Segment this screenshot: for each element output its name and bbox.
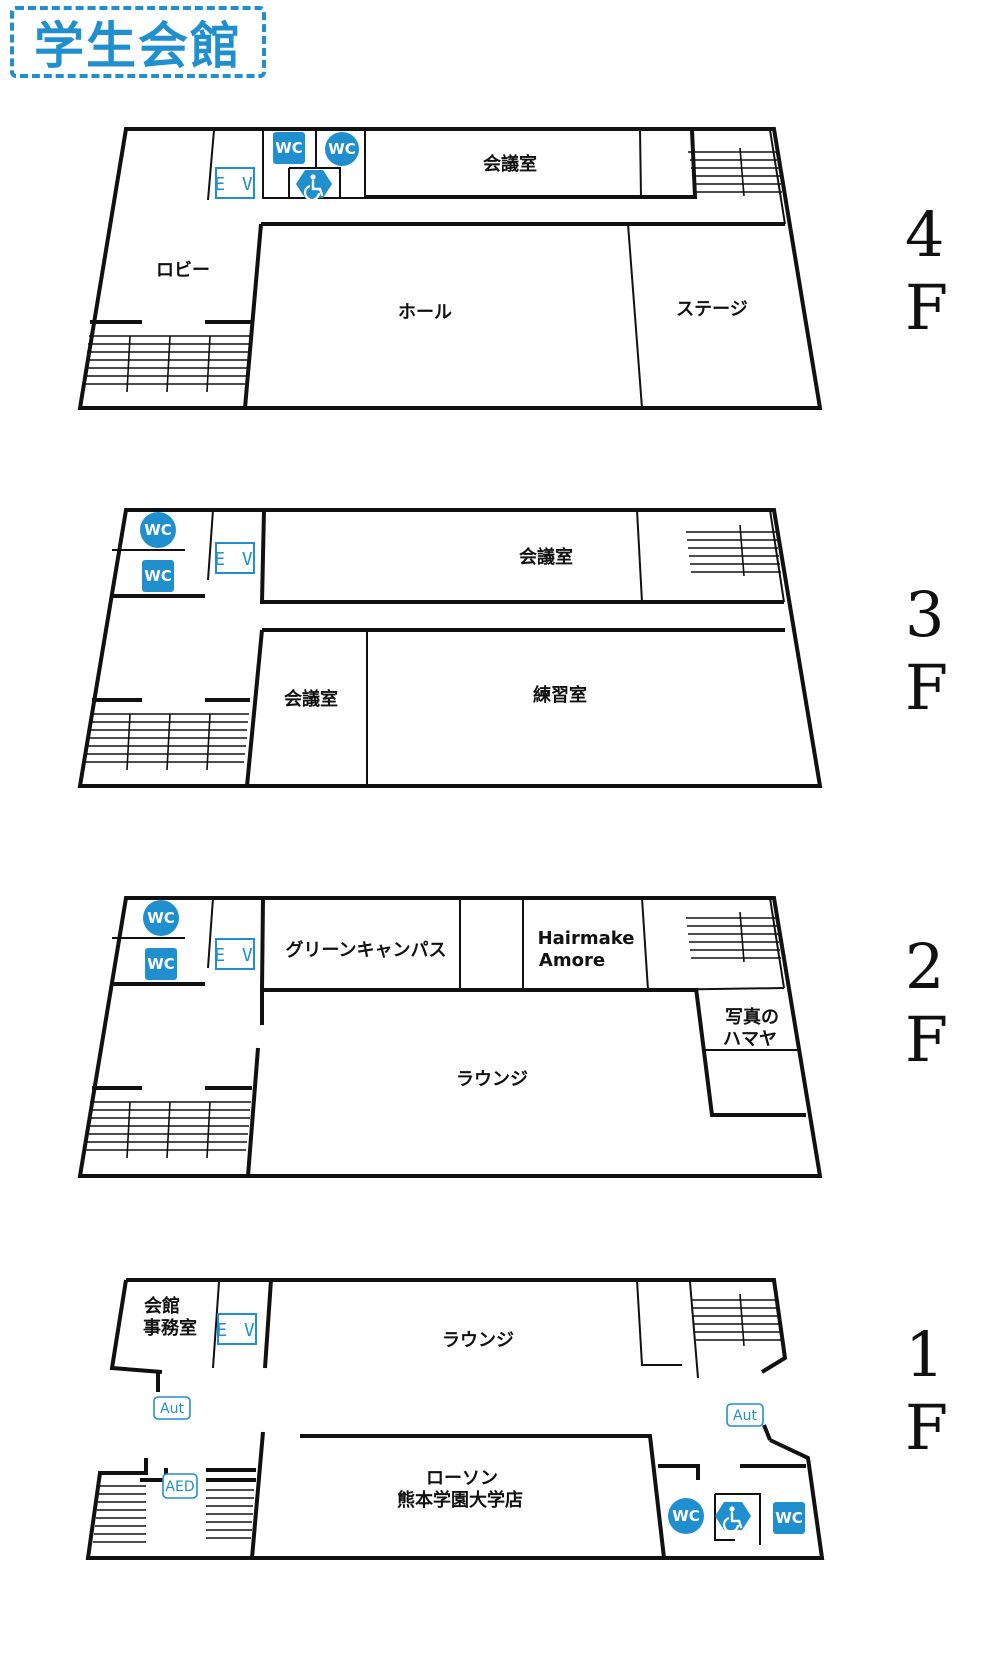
svg-text:WC: WC (144, 521, 172, 539)
room-office-line2: 事務室 (143, 1317, 197, 1339)
room-meeting-4f: 会議室 (483, 153, 537, 175)
elevator-label-3f: E V (214, 549, 256, 570)
floor-3f: E V WC WC 会議室 会議室 練習室 (77, 508, 823, 788)
svg-text:WC: WC (328, 140, 356, 158)
floor-3f-outline (77, 508, 823, 788)
automatic-door-icon (726, 1403, 764, 1427)
room-lobby-4f: ロビー (156, 260, 210, 281)
stairs-2f-bottom-left (84, 1101, 251, 1159)
wc-icon (140, 512, 176, 548)
room-stage-4f: ステージ (676, 299, 748, 320)
aed-label: AED (165, 1479, 194, 1495)
floor-4f: E V WC WC 会議室 ロビー ホール ステージ (77, 127, 823, 410)
svg-text:WC: WC (144, 567, 172, 585)
room-hall-4f: ホール (398, 302, 452, 323)
auto-door-right: Aut (733, 1408, 757, 1424)
elevator-label-2f: E V (214, 945, 256, 966)
stairs-1f-bottom-middle (206, 1489, 254, 1539)
room-practice-3f: 練習室 (533, 684, 587, 706)
building-title-box: 学生会館 (10, 6, 266, 78)
stairs-3f-top-right (686, 524, 781, 577)
stairs-1f-bottom-left (93, 1485, 146, 1543)
stairs-2f-top-right (686, 911, 781, 963)
auto-door-left: Aut (160, 1401, 184, 1417)
room-meeting-3f-bottom: 会議室 (284, 688, 338, 710)
elevator-icon (215, 167, 255, 199)
elevator-icon (217, 1313, 257, 1345)
room-hairmake-line1: Hairmake (538, 928, 635, 949)
stairs-3f-bottom-left (84, 713, 249, 771)
room-green-campus-2f: グリーンキャンパス (285, 939, 446, 961)
floor-2f: E V WC WC グリーンキャンパス Hairmake Amore 写真の ハ… (77, 896, 823, 1178)
elevator-label-4f: E V (214, 174, 256, 195)
building-title: 学生会館 (34, 17, 242, 75)
svg-text:WC: WC (147, 909, 175, 927)
elevator-icon (215, 938, 255, 970)
room-office-line1: 会館 (144, 1295, 180, 1317)
wc-icon (668, 1498, 704, 1534)
stairs-4f-top-right (688, 147, 782, 197)
wc-icon (273, 132, 305, 164)
stairs-4f-bottom-left (83, 335, 250, 393)
wc-icon (143, 900, 179, 936)
room-photo-line1: 写真の (725, 1006, 779, 1028)
svg-text:WC: WC (275, 139, 303, 157)
floor-2f-outline (77, 896, 823, 1178)
floor-label-3f: 3 F (905, 578, 949, 724)
floor-4f-outline (77, 127, 823, 410)
floor-label-1f: 1 F (905, 1318, 949, 1464)
room-photo-line2: ハマヤ (723, 1029, 777, 1050)
room-meeting-3f-top: 会議室 (519, 546, 573, 568)
room-lounge-1f: ラウンジ (442, 1330, 514, 1351)
wc-icon (773, 1502, 805, 1534)
wc-icon (145, 948, 177, 980)
wc-icon (142, 560, 174, 592)
room-lawson-line1: ローソン (426, 1468, 498, 1489)
room-lounge-2f: ラウンジ (456, 1069, 528, 1090)
wc-icon (325, 132, 359, 166)
svg-text:WC: WC (147, 955, 175, 973)
aed-icon (162, 1473, 198, 1499)
svg-text:WC: WC (775, 1509, 803, 1527)
room-lawson-line2: 熊本学園大学店 (397, 1489, 523, 1511)
elevator-label-1f: E V (216, 1320, 258, 1341)
floor-1f: E V Aut Aut AED WC WC 会館 事務室 ラウンジ ローソン 熊… (85, 1278, 825, 1560)
automatic-door-icon (153, 1396, 191, 1420)
svg-text:WC: WC (672, 1507, 700, 1525)
room-hairmake-line2: Amore (539, 950, 605, 971)
floor-label-4f: 4 F (905, 198, 949, 344)
stairs-1f-top-right (691, 1293, 781, 1347)
floor-label-2f: 2 F (905, 930, 949, 1076)
elevator-icon (215, 542, 255, 574)
